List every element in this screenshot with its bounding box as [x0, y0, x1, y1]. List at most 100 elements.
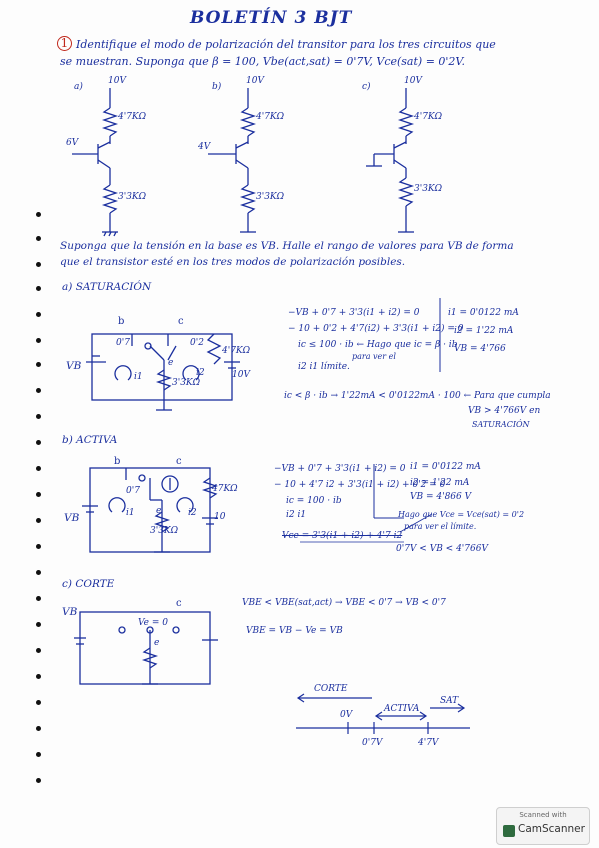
sat-re: 3'3KΩ — [172, 378, 201, 388]
circuit-a-vcc: 10V — [108, 76, 126, 86]
binder-hole — [36, 518, 41, 523]
binder-hole — [36, 466, 41, 471]
sat-res-i2: i2 = 1'22 mA — [454, 326, 514, 336]
exercise-statement-line2: se muestran. Suponga que β = 100, Vbe(ac… — [60, 55, 465, 68]
act-eq3: ic = 100 · ib — [286, 496, 342, 506]
sat-res-i1: i1 = 0'0122 mA — [448, 308, 519, 318]
camscanner-logo-icon — [503, 825, 515, 837]
exercise-statement-line1: Identifique el modo de polarización del … — [76, 38, 496, 51]
watermark-brand: CamScanner — [518, 823, 585, 835]
act-res-vb: VB = 4'866 V — [410, 492, 472, 502]
cut-eq2: VBE = VB − Ve = VB — [246, 626, 343, 636]
question2-line2: que el transistor esté en los tres modos… — [60, 256, 406, 268]
sat-node-b: b — [118, 316, 125, 327]
circuit-c-re: 3'3KΩ — [414, 184, 443, 194]
sat-i2: i2 — [196, 368, 205, 378]
act-vcc: 10 — [214, 512, 226, 522]
sat-rc: 4'7KΩ — [222, 346, 251, 356]
act-vb: VB — [64, 512, 80, 524]
act-note-1: Hago que Vce = Vce(sat) = 0'2 — [398, 510, 525, 519]
binder-hole — [36, 596, 41, 601]
nl-corte: CORTE — [314, 684, 348, 694]
binder-hole — [36, 752, 41, 757]
circuit-b-vb: 4V — [198, 142, 211, 152]
binder-hole — [36, 622, 41, 627]
active-heading: b) ACTIVA — [62, 434, 118, 446]
sat-condition: ic < β · ib → 1'22mA < 0'0122mA · 100 ← … — [284, 391, 551, 401]
act-eq4: i2 i1 — [286, 510, 307, 520]
saturation-heading: a) SATURACIÓN — [62, 281, 152, 293]
sat-i1: i1 — [134, 372, 143, 382]
sat-eq2: − 10 + 0'2 + 4'7(i2) + 3'3(i1 + i2) = 0 — [288, 324, 464, 334]
binder-hole — [36, 544, 41, 549]
circuit-a-label: a) — [74, 82, 83, 92]
nl-activa: ACTIVA — [384, 704, 420, 714]
sat-eq4: i2 i1 límite. — [298, 362, 350, 372]
act-range: 0'7V < VB < 4'766V — [396, 544, 488, 554]
circuit-c-vcc: 10V — [404, 76, 422, 86]
binder-hole — [36, 778, 41, 783]
act-node-c: c — [176, 456, 182, 467]
act-rc: 47KΩ — [212, 484, 238, 494]
cut-node-e: e — [154, 638, 160, 648]
nl-0v: 0V — [340, 710, 353, 720]
act-note-2: para ver el límite. — [404, 522, 477, 531]
binder-hole — [36, 236, 41, 241]
binder-hole — [36, 492, 41, 497]
sat-vbe: 0'7 — [116, 338, 130, 348]
sat-node-e: e — [168, 358, 174, 368]
cut-eq1: VBE < VBE(sat,act) → VBE < 0'7 → VB < 0'… — [242, 598, 446, 608]
binder-hole — [36, 312, 41, 317]
circuit-c-label: c) — [362, 82, 371, 92]
circuit-b-vcc: 10V — [246, 76, 264, 86]
act-eq1: −VB + 0'7 + 3'3(i1 + i2) = 0 — [274, 464, 406, 474]
cutoff-heading: c) CORTE — [62, 578, 115, 590]
binder-hole — [36, 700, 41, 705]
nl-tick-47: 4'7V — [418, 738, 439, 748]
sat-vcc: 10V — [232, 370, 250, 380]
act-node-e: e — [156, 506, 162, 516]
binder-hole — [36, 570, 41, 575]
binder-hole — [36, 388, 41, 393]
cut-vb: VB — [62, 606, 78, 618]
act-node-b: b — [114, 456, 121, 467]
sat-condition-3: SATURACIÓN — [472, 420, 530, 429]
exercise-number: 1 — [57, 36, 72, 51]
watermark-caption: Scanned with — [519, 811, 567, 819]
sat-eq3: ic ≤ 100 · ib ← Hago que ic = β · ib — [298, 340, 458, 350]
nl-sat: SAT — [440, 696, 459, 706]
nl-tick-07: 0'7V — [362, 738, 383, 748]
act-eq5: Vce = 3'3(i1 + i2) + 4'7 i2 — [282, 531, 403, 541]
cut-node-c: c — [176, 598, 182, 609]
act-eq2: − 10 + 4'7 i2 + 3'3(i1 + i2) + 0'2 = 0 — [274, 480, 446, 490]
binder-hole — [36, 674, 41, 679]
sat-vb: VB — [66, 360, 82, 372]
binder-hole — [36, 212, 41, 217]
circuit-c-rc: 4'7KΩ — [414, 112, 443, 122]
sat-res-vb: VB = 4'766 — [454, 344, 506, 354]
page-title: BOLETÍN 3 BJT — [190, 8, 353, 28]
circuit-b-rc: 4'7KΩ — [256, 112, 285, 122]
act-res-i2: i2 = 1'22 mA — [410, 478, 470, 488]
binder-hole — [36, 414, 41, 419]
cut-ve: Ve = 0 — [138, 618, 168, 628]
sat-condition-2: VB > 4'766V en — [468, 406, 541, 416]
circuit-b-re: 3'3KΩ — [256, 192, 285, 202]
binder-hole — [36, 286, 41, 291]
question2-line1: Suponga que la tensión en la base es VB.… — [60, 240, 514, 252]
binder-hole — [36, 338, 41, 343]
binder-hole — [36, 440, 41, 445]
binder-hole — [36, 726, 41, 731]
sat-node-c: c — [178, 316, 184, 327]
sat-eq3b: para ver el — [352, 352, 396, 361]
binder-hole — [36, 362, 41, 367]
act-i2: i2 — [188, 508, 197, 518]
circuit-a-rc: 4'7KΩ — [118, 112, 147, 122]
sat-vce: 0'2 — [190, 338, 204, 348]
